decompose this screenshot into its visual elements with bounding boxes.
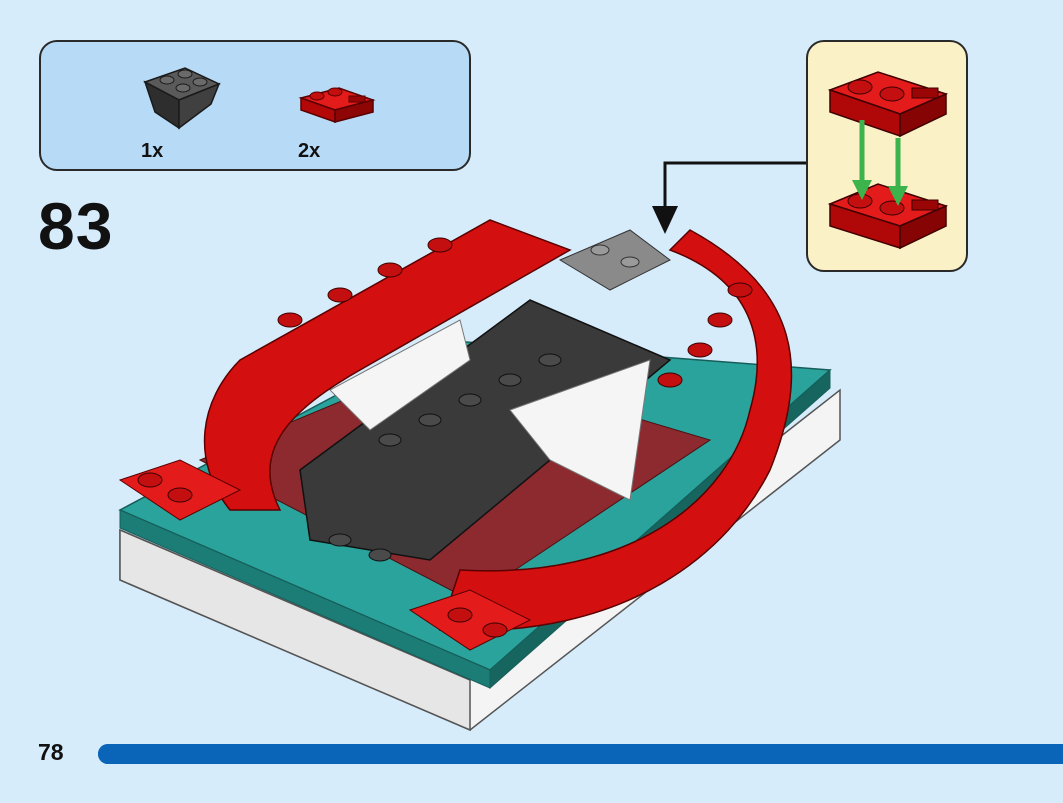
lego-model-build-icon — [118, 219, 841, 732]
progress-bar — [98, 744, 1063, 764]
step-number: 83 — [38, 189, 114, 263]
parts-list-box: 1x 2x — [39, 40, 471, 171]
sub-assembly-red-plates-icon — [827, 71, 949, 250]
dark-gray-inverted-slope-brick-icon — [137, 52, 227, 132]
part-quantity-1: 1x — [141, 140, 164, 162]
progress-bar-fill — [98, 744, 1063, 764]
sub-assembly-callout — [806, 40, 968, 272]
red-jumper-plate-icon — [297, 80, 377, 130]
page-number: 78 — [38, 739, 64, 765]
callout-pointer-arrow-icon — [652, 161, 808, 234]
part-quantity-2: 2x — [298, 140, 321, 162]
